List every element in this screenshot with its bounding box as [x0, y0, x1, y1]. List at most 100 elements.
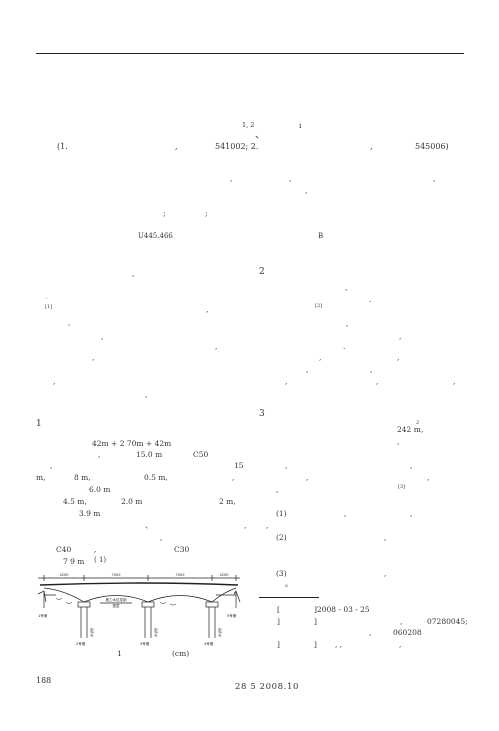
footnote-punct: , ,	[335, 640, 343, 649]
list-item-3: (3)	[276, 569, 287, 578]
affiliation-comma-1: ,	[175, 142, 178, 151]
pile-label: 钻孔桩	[90, 628, 95, 637]
intro-punct: ,	[132, 269, 135, 278]
text-punct: ,	[344, 509, 347, 518]
page-number: 188	[36, 676, 52, 685]
dim-label: 4200	[60, 573, 69, 577]
girder-concrete: C50	[193, 450, 209, 459]
intro-punct: ,	[215, 342, 218, 351]
text-value: 2 m,	[219, 497, 236, 506]
text-punct: ,	[421, 425, 424, 434]
deck-line	[39, 582, 239, 586]
text-punct: ,	[306, 365, 309, 374]
figure-note: 垫层	[113, 603, 120, 608]
document-code: B	[318, 232, 324, 240]
footnote-bracket: ]	[314, 640, 317, 649]
text-punct: ,	[345, 283, 348, 292]
pile-cap-4	[205, 601, 219, 608]
text-value: 8 m,	[74, 473, 91, 482]
ref-mark: ,	[46, 294, 48, 300]
affiliation-postcode-2: 545006)	[415, 142, 449, 151]
text-punct: ,	[244, 521, 247, 530]
footnote-punct: ,	[399, 640, 402, 649]
deck-width: 15.0 m	[136, 450, 163, 459]
author-comma: 、	[255, 130, 265, 141]
grant-number-2: 060208	[393, 628, 422, 637]
text-punct: ,	[410, 461, 413, 470]
footnote-bracket: [	[277, 605, 280, 614]
header-rule	[36, 53, 464, 54]
text-punct: 。	[285, 579, 293, 588]
dim-label: 4200	[220, 573, 229, 577]
text-punct: ,	[399, 332, 402, 341]
author-tail: i	[299, 121, 302, 130]
text-punct: ,	[306, 473, 309, 482]
intro-punct: ,	[206, 305, 209, 314]
area-superscript: 2	[416, 420, 420, 426]
pier-label: 2号墩	[76, 641, 86, 646]
text-punct: ,	[376, 377, 379, 386]
intro-punct: ,	[145, 390, 148, 399]
intro-punct: ,	[101, 332, 104, 341]
girder-soffit	[43, 587, 237, 603]
text-punct: ,	[397, 437, 400, 446]
pier-concrete: C40	[56, 545, 72, 554]
text-punct: ,	[384, 569, 387, 578]
text-value: 3.9 m	[79, 509, 101, 518]
text-punct: ,	[319, 353, 322, 362]
width-comma: ,	[98, 450, 101, 459]
dim-label: 7000	[112, 573, 121, 577]
reference-1: [1]	[45, 304, 53, 310]
section-2-heading: 2	[259, 267, 265, 277]
text-punct: 、	[145, 521, 153, 530]
text-punct: ,	[384, 533, 387, 542]
pier-label: 5号墩	[227, 613, 237, 618]
text-punct: ,	[160, 533, 163, 542]
author-affil-marks: 1, 2	[242, 121, 255, 129]
pile-cap-3	[141, 601, 155, 608]
section-1-heading: 1	[36, 419, 42, 429]
grant-number-1: 07280045;	[427, 617, 468, 626]
text-punct: ,	[266, 521, 269, 530]
text-value: 0.5 m,	[144, 473, 168, 482]
pile-concrete: C30	[174, 545, 190, 554]
text-punct: ,	[397, 353, 400, 362]
clc-number: U445.466	[138, 232, 173, 240]
text-punct: ,	[94, 545, 97, 554]
affiliation-open: (1.	[57, 142, 68, 151]
footnote-bracket: ]	[277, 640, 280, 649]
section-3-heading: 3	[259, 409, 265, 419]
text-value: 4.5 m,	[63, 497, 87, 506]
dim-label: 7000	[176, 573, 185, 577]
pier-label: 3号墩	[140, 641, 150, 646]
pile-cap-2	[77, 601, 91, 608]
cofferdam-area: 242 m	[397, 425, 421, 434]
text-punct: ,	[346, 319, 349, 328]
text-punct: ,	[276, 485, 279, 494]
text-value: m,	[36, 473, 46, 482]
text-punct: ,	[427, 473, 430, 482]
footnote-punct: ,	[369, 628, 372, 637]
pier-label: 1号墩	[38, 613, 48, 618]
pile-label: 钻孔桩	[154, 628, 159, 637]
received-date: ]2008 - 03 - 25	[314, 605, 370, 614]
abstract-punct: ,	[305, 186, 308, 195]
text-punct: ,	[453, 377, 456, 386]
text-punct: .	[343, 342, 346, 351]
pier-label: 4号墩	[204, 641, 214, 646]
figure-unit: (cm)	[172, 649, 190, 658]
figure-note: 施工水位控制	[106, 597, 127, 602]
journal-issue: 28 5 2008.10	[235, 682, 299, 692]
footnote-bracket: ]	[314, 617, 317, 626]
footnote-punct: ,	[400, 617, 403, 626]
intro-punct: ,	[68, 318, 71, 327]
span-layout: 42m + 2 70m + 42m	[92, 439, 172, 448]
pile-length: 7 9 m	[63, 557, 85, 566]
text-value: 6.0 m	[89, 485, 111, 494]
list-item-1: (1)	[276, 509, 287, 518]
figure-number: 1	[117, 649, 122, 658]
footnote-rule	[259, 597, 319, 598]
affiliation-comma-2: ,	[370, 142, 373, 151]
intro-punct: ,	[92, 353, 95, 362]
text-punct: ,	[50, 461, 53, 470]
